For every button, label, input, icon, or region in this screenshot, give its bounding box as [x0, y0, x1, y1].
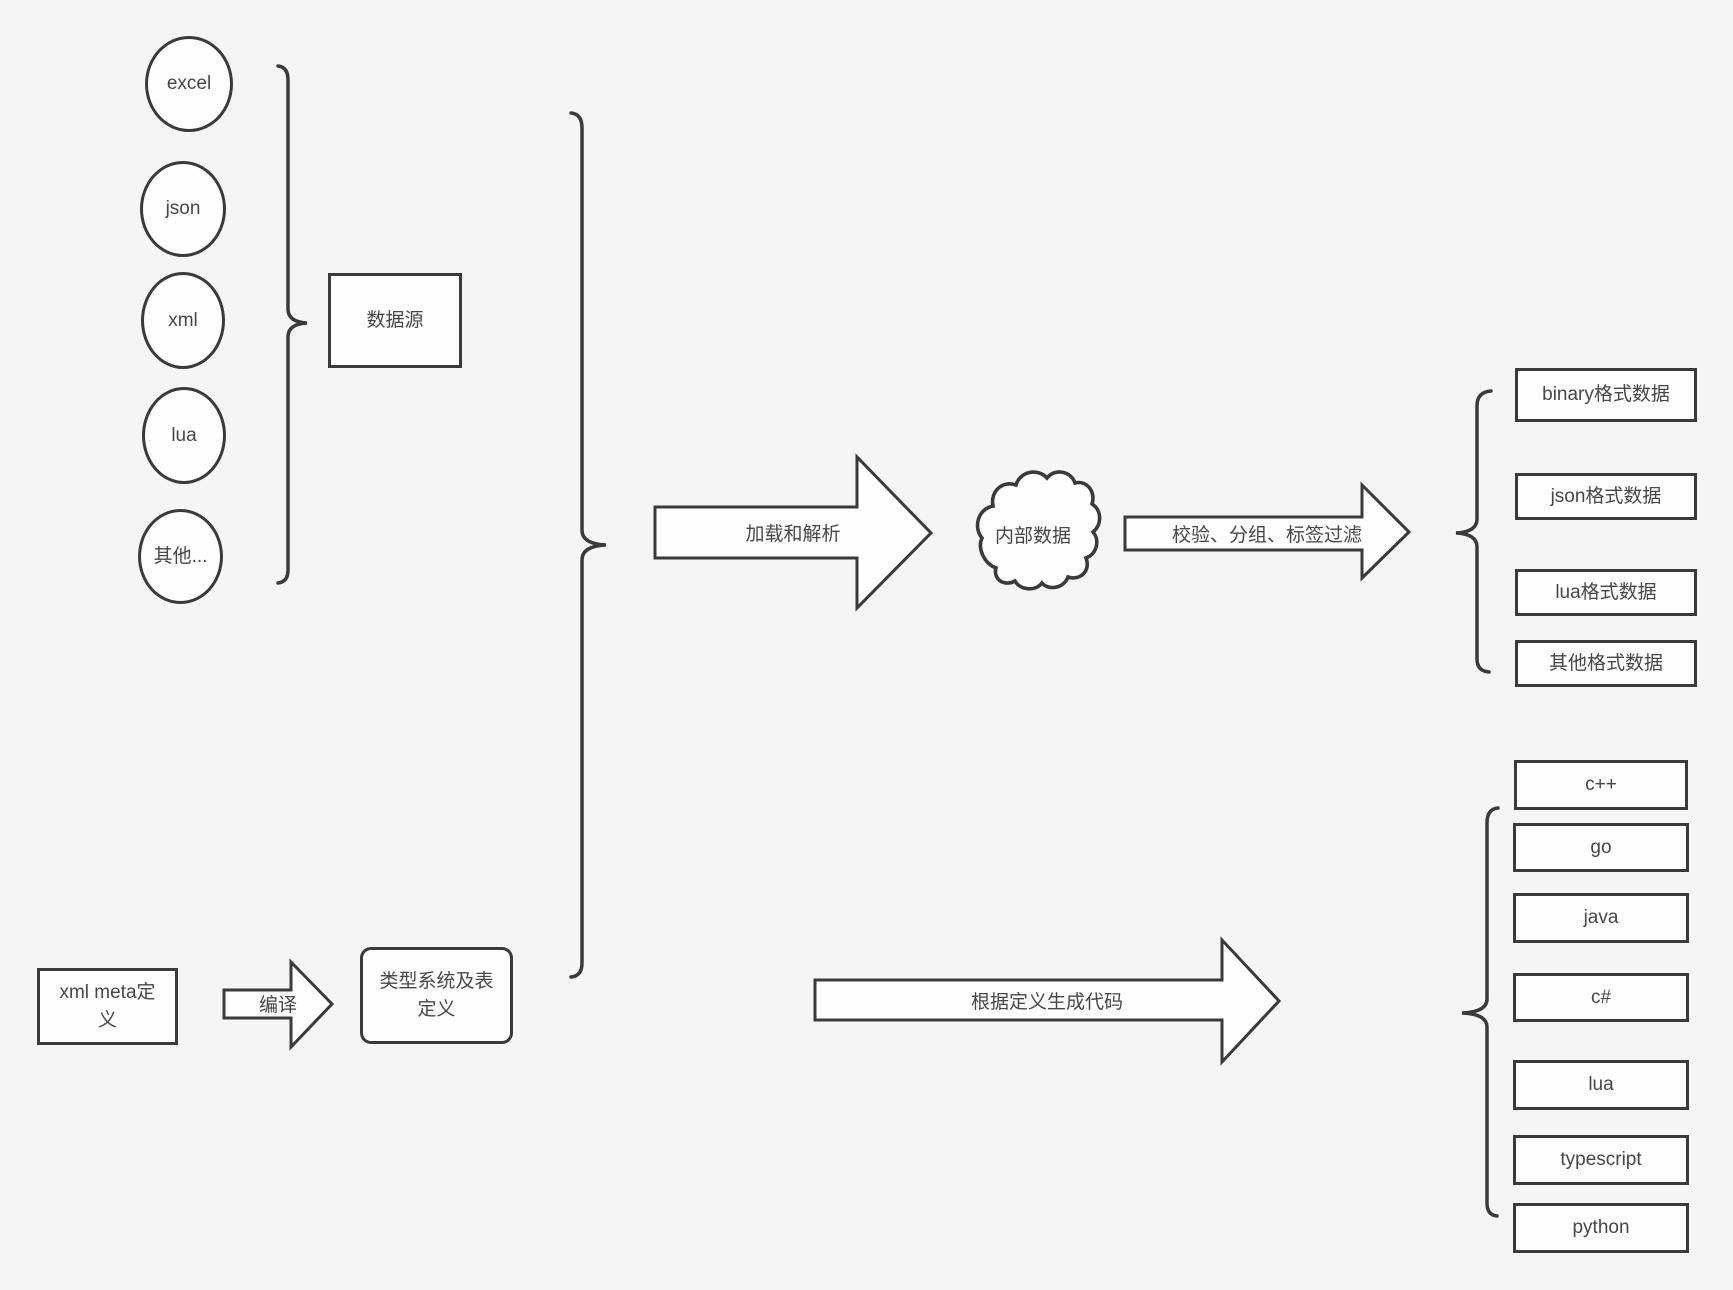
load-parse-arrow [653, 453, 934, 612]
data-source-box: 数据源 [328, 273, 462, 368]
data-formats-brace [1455, 389, 1493, 674]
internal-data-cloud [975, 470, 1102, 591]
type-system-box: 类型系统及表 定义 [360, 947, 513, 1044]
output-box-other-format: 其他格式数据 [1515, 640, 1697, 687]
pipeline-input-brace [569, 111, 607, 979]
output-box-lua-format: lua格式数据 [1515, 569, 1697, 616]
language-box-go: go [1513, 823, 1689, 872]
output-box-json-format: json格式数据 [1515, 473, 1697, 520]
xml-meta-definition-box: xml meta定 义 [37, 968, 178, 1045]
language-box-java: java [1513, 893, 1689, 943]
generate-code-arrow [813, 936, 1282, 1066]
language-box-lua: lua [1513, 1060, 1689, 1110]
languages-brace [1461, 806, 1500, 1218]
output-box-binary-format: binary格式数据 [1515, 368, 1697, 422]
source-node-xml: xml [141, 272, 225, 369]
language-box-cpp: c++ [1514, 760, 1688, 810]
source-node-excel: excel [145, 36, 233, 132]
compile-arrow [222, 958, 335, 1051]
source-node-other: 其他... [138, 509, 223, 604]
source-node-lua: lua [142, 387, 226, 484]
language-box-csharp: c# [1513, 973, 1689, 1022]
source-node-json: json [140, 161, 226, 257]
language-box-typescript: typescript [1513, 1135, 1689, 1185]
sources-brace [276, 64, 308, 585]
filter-arrow [1123, 481, 1412, 582]
language-box-python: python [1513, 1203, 1689, 1253]
